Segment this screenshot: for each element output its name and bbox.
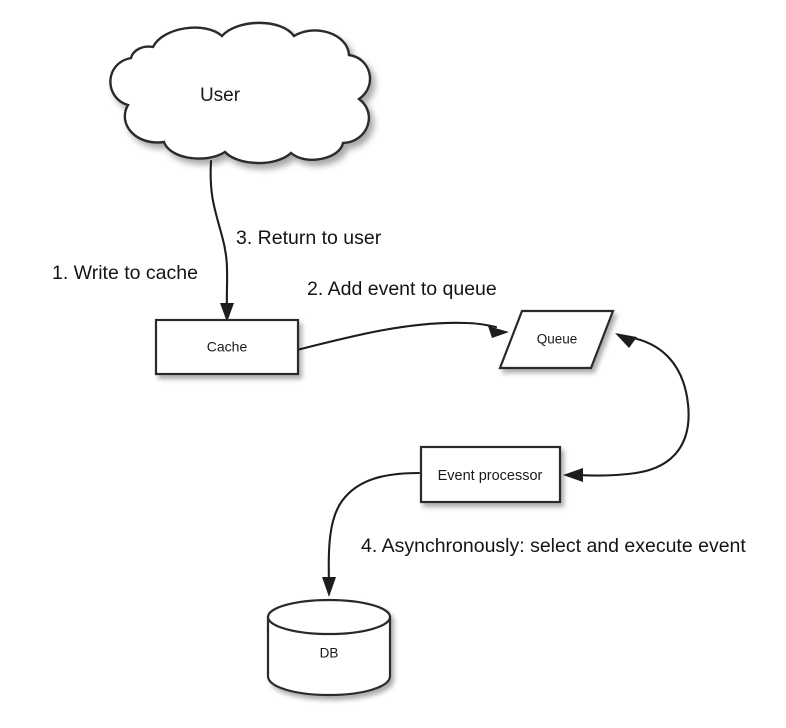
edge-cache-to-queue-path	[295, 321, 498, 352]
edge-label-async-select-execute: 4. Asynchronously: select and execute ev…	[361, 535, 746, 557]
cloud-shape	[109, 21, 372, 165]
node-cache[interactable]: Cache	[154, 318, 300, 376]
arrow-head-into-queue	[488, 326, 509, 338]
node-cache-label: Cache	[207, 339, 248, 355]
db-top-ellipse	[266, 598, 392, 636]
edge-label-return-to-user: 3. Return to user	[236, 227, 382, 249]
node-queue[interactable]: Queue	[498, 309, 615, 370]
edge-event-processor-to-db[interactable]	[322, 471, 421, 597]
arrow-head-into-queue-return	[615, 333, 637, 348]
node-db-label: DB	[320, 646, 339, 661]
arrow-head-into-event-processor	[563, 468, 583, 482]
node-event-processor[interactable]: Event processor	[419, 445, 562, 504]
arrow-head-into-cache	[220, 303, 234, 322]
queue-shape	[498, 309, 615, 370]
event-processor-shape	[419, 445, 562, 504]
node-user[interactable]: User	[109, 21, 372, 165]
node-queue-label: Queue	[537, 332, 578, 347]
edge-event-processor-to-db-path	[327, 471, 421, 585]
edge-user-to-cache[interactable]	[209, 159, 234, 322]
node-event-processor-label: Event processor	[438, 468, 543, 484]
db-body-shape	[266, 615, 392, 697]
edge-queue-event-processor[interactable]	[563, 333, 690, 482]
edge-cache-to-queue[interactable]	[295, 321, 509, 352]
edge-label-add-event-to-queue: 2. Add event to queue	[307, 278, 497, 300]
edge-user-to-cache-path	[209, 159, 229, 312]
edge-queue-event-processor-path	[576, 335, 690, 477]
node-db[interactable]: DB	[266, 598, 392, 697]
arrow-head-into-db	[322, 577, 336, 597]
cache-shape	[154, 318, 300, 376]
edge-label-write-to-cache: 1. Write to cache	[52, 262, 198, 284]
node-user-label: User	[200, 85, 241, 106]
